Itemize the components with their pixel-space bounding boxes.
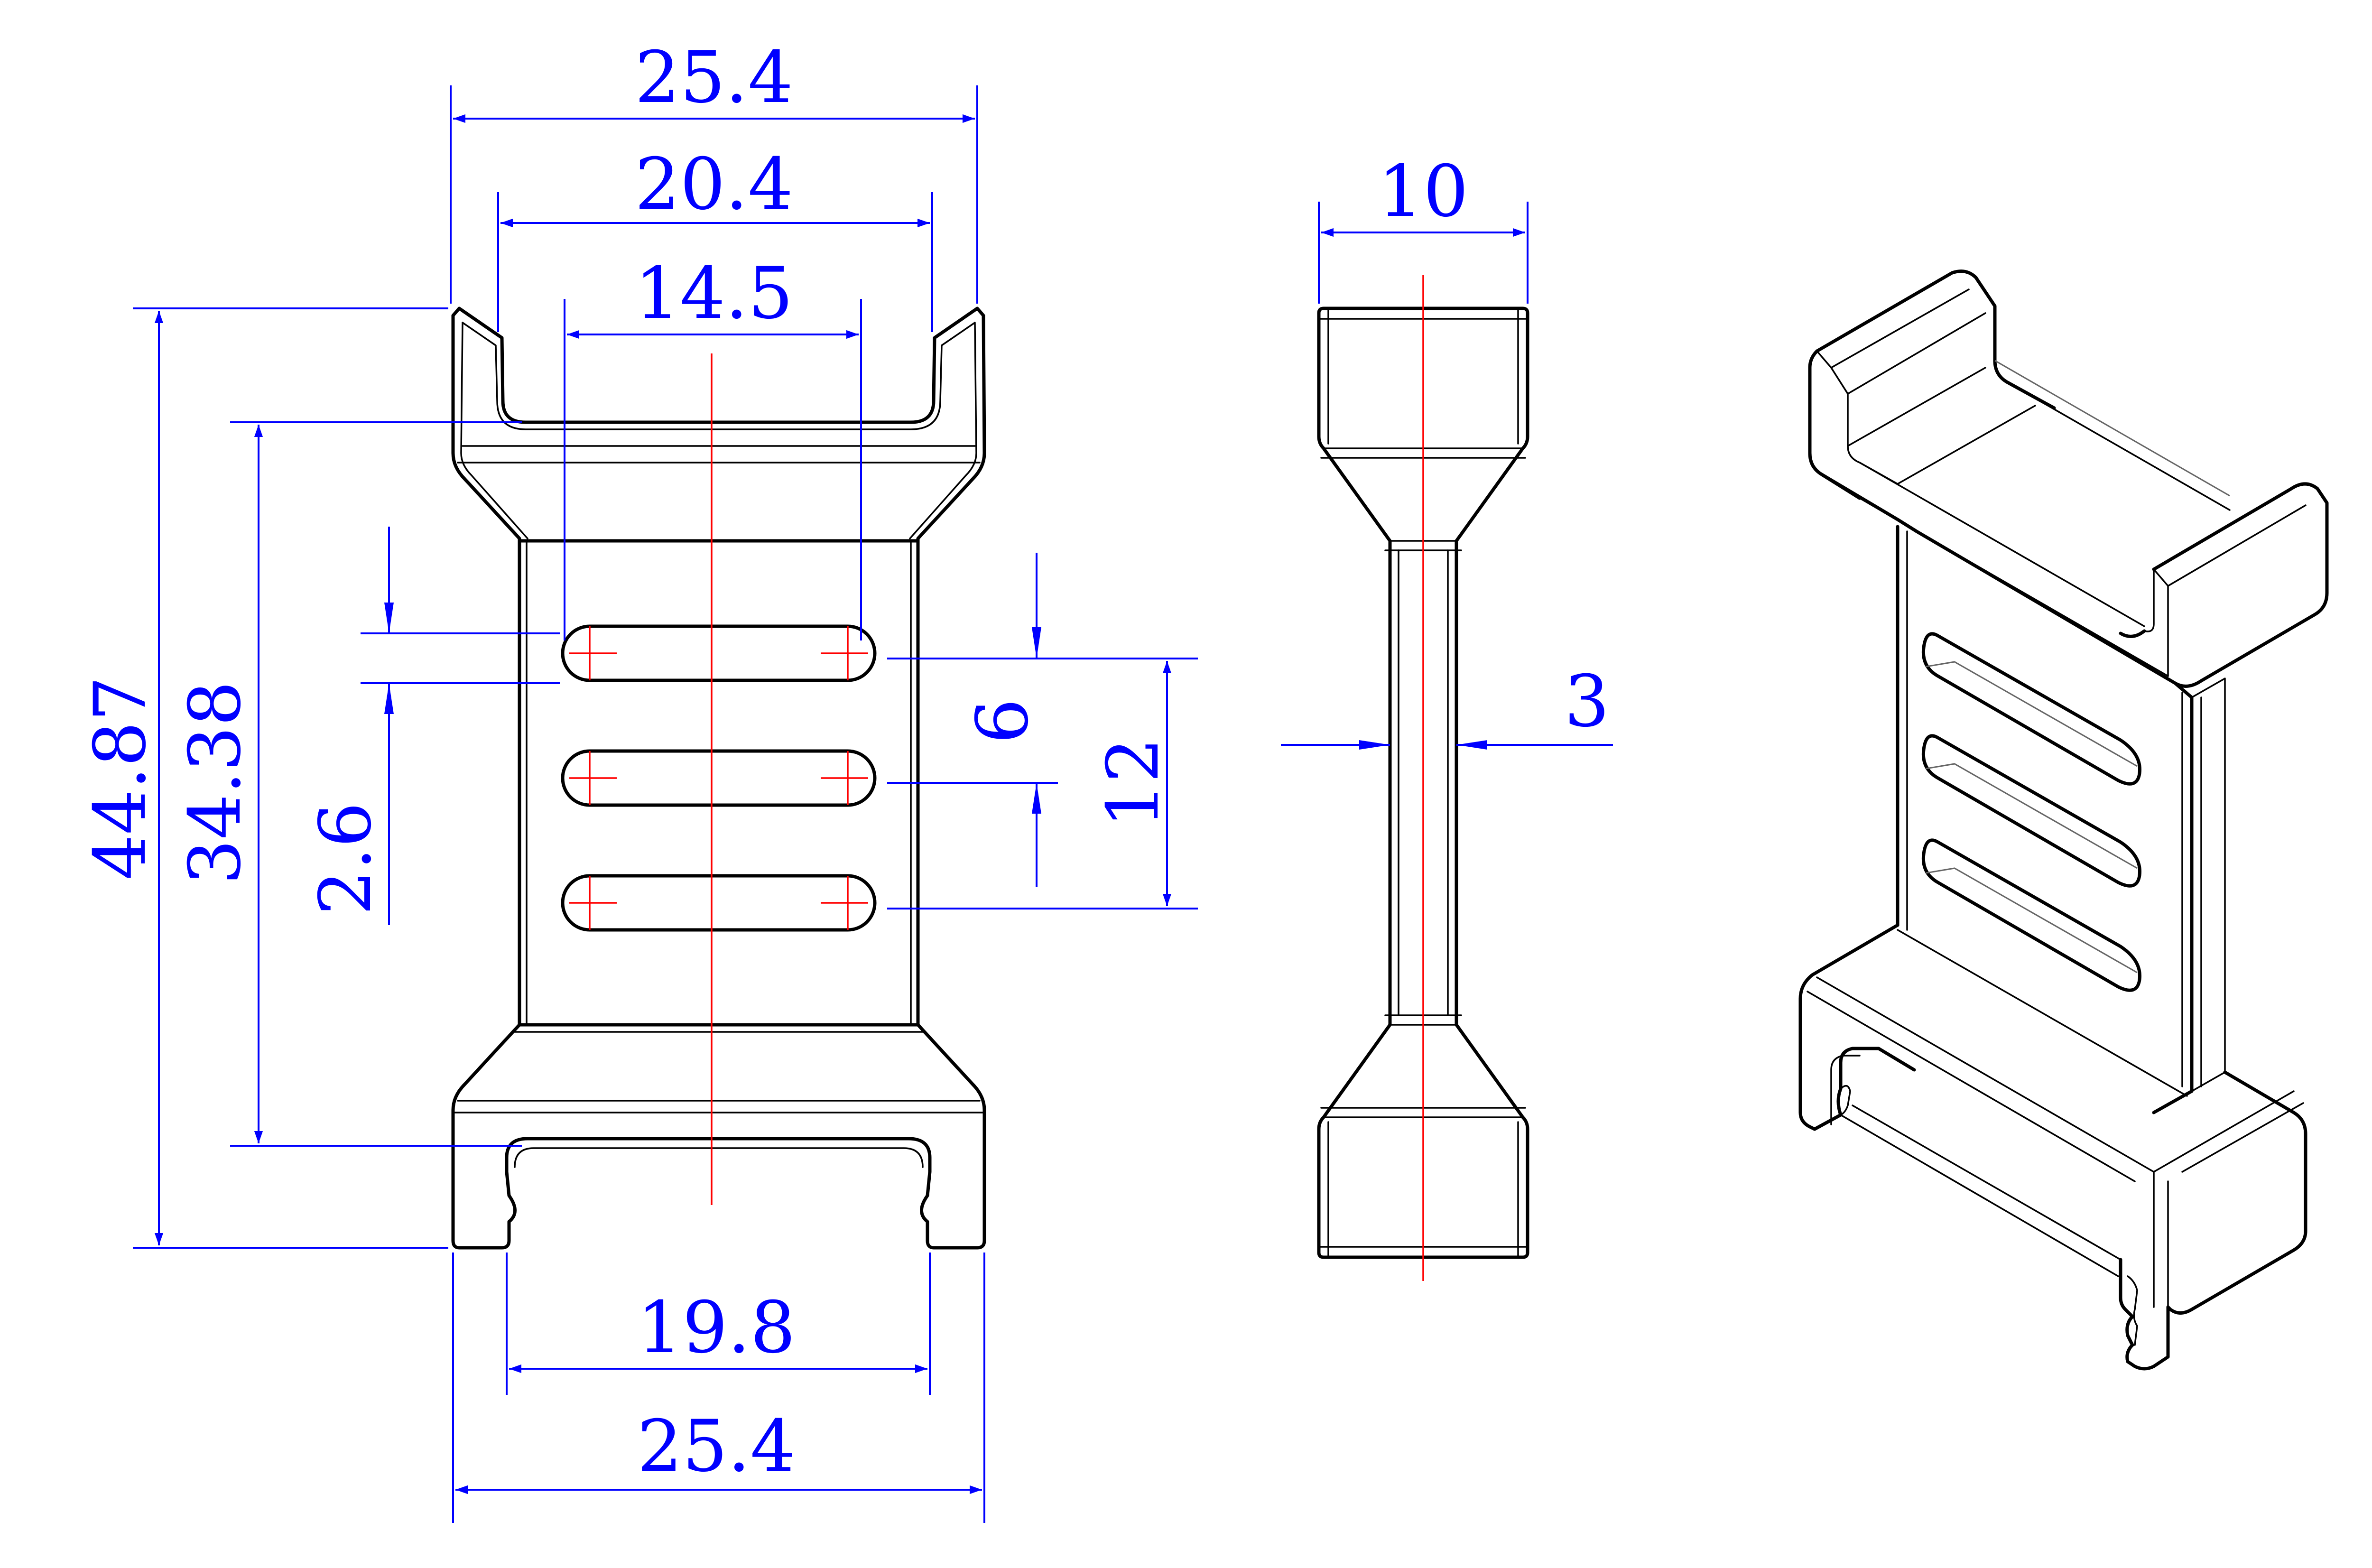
dim-overall-height: 44.87 <box>79 676 162 880</box>
dim-slot-span: 12 <box>1092 738 1175 828</box>
dim-overall-width-top: 25.4 <box>635 37 793 119</box>
slot-centermarks <box>569 626 868 930</box>
iso-top-jaw-left <box>1815 269 2056 410</box>
iso-slot-1 <box>1921 632 2141 786</box>
dim-overall-width-bottom: 25.4 <box>637 1405 796 1488</box>
dim-web-thickness: 3 <box>1564 660 1609 743</box>
iso-bottom-left-notch <box>1813 1047 1916 1131</box>
iso-top-floor <box>1847 367 2231 511</box>
front-dimensions: 25.4 20.4 14.5 19.8 25.4 44.87 34.38 <box>79 37 1198 1523</box>
dim-bottom-inner-width: 19.8 <box>637 1287 796 1369</box>
iso-bottom-right-notch <box>2119 1258 2170 1371</box>
front-inner-outline <box>462 322 977 539</box>
iso-top-jaw-right <box>2152 482 2329 688</box>
slot-3 <box>561 874 877 932</box>
iso-slot-3 <box>1921 838 2141 992</box>
front-view <box>451 306 986 1250</box>
slot-1 <box>561 624 877 682</box>
dim-slot-pitch: 6 <box>962 698 1044 743</box>
side-outline <box>1317 306 1529 1259</box>
front-outline <box>451 306 986 1250</box>
side-view <box>1317 275 1529 1281</box>
dim-slot-width: 2.6 <box>305 802 387 916</box>
iso-slot-2 <box>1921 734 2141 888</box>
dim-slot-length: 14.5 <box>635 252 793 335</box>
dim-depth: 10 <box>1378 150 1469 233</box>
dim-inner-width: 20.4 <box>635 143 793 226</box>
dim-inner-height: 34.38 <box>174 681 257 884</box>
side-dimensions: 10 3 <box>1281 150 1613 750</box>
slot-2 <box>561 749 877 807</box>
iso-waist-panel <box>1896 525 2194 1093</box>
isometric-view <box>1798 269 2329 1371</box>
